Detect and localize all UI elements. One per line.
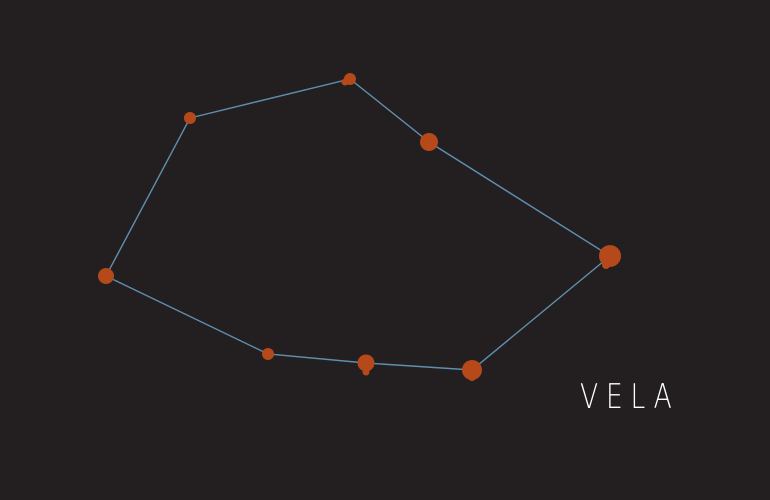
- star: [357, 354, 375, 376]
- constellation-name: VELA: [580, 377, 680, 417]
- star: [341, 73, 356, 86]
- star: [420, 133, 438, 151]
- stars: [98, 73, 621, 381]
- star: [599, 245, 621, 269]
- star: [262, 348, 274, 360]
- star: [98, 268, 114, 284]
- connecting-lines: [105, 78, 612, 371]
- star: [462, 360, 482, 381]
- star: [184, 112, 196, 124]
- constellation-outline: [105, 78, 612, 371]
